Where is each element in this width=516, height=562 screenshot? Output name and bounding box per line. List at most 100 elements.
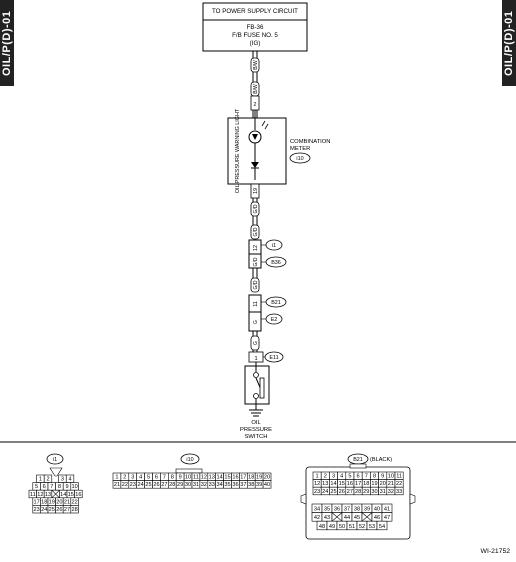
svg-text:G: G [253,320,259,324]
svg-text:30: 30 [185,482,191,488]
svg-text:12: 12 [37,492,43,498]
svg-text:43: 43 [324,515,330,521]
connector-i10-pin: 12 [199,472,209,481]
connector-b21-pin: 53 [366,520,378,531]
connector-b21-pin: 33 [394,486,404,496]
svg-text:52: 52 [359,524,365,530]
svg-text:23: 23 [33,507,39,513]
power-box-fuse: F/B FUSE NO. 5 [232,32,278,39]
connector-i1-pin: 17 [32,497,41,506]
connector-b21-pin: 50 [336,520,348,531]
diode-icon [251,162,259,168]
connector-b21-pin: 54 [376,520,388,531]
svg-text:32: 32 [388,489,394,495]
svg-text:31: 31 [193,482,199,488]
oil-pressure-warning-light-label: OIL PRESSURE WARNING LIGHT [235,108,241,193]
svg-text:48: 48 [319,524,325,530]
svg-text:11: 11 [396,474,402,480]
svg-text:28: 28 [355,489,361,495]
meter-name-2: METER [290,146,310,152]
svg-text:2: 2 [123,475,126,481]
connector-b21-pin: 42 [311,512,323,522]
switch-connector: E11 [269,355,278,361]
connector-i10-pin: 16 [231,472,240,481]
connector-b21-pin: 3 [329,471,338,480]
svg-text:35: 35 [224,482,230,488]
svg-text:16: 16 [75,492,81,498]
connector-b21-pin: 47 [381,512,393,522]
joint2-pin: 11 [253,301,259,307]
joint2-top-label: B21 [271,300,281,306]
connector-b21-pin: 10 [386,471,396,480]
svg-text:35: 35 [324,507,330,513]
svg-text:10: 10 [185,475,191,481]
svg-text:i10: i10 [296,156,303,162]
connector-i10-pin: 8 [168,472,177,481]
svg-text:39: 39 [256,482,262,488]
connector-b21-pin: 30 [370,486,379,496]
svg-text:47: 47 [384,515,390,521]
svg-text:15: 15 [224,475,230,481]
connector-b21-pin: 29 [361,486,371,496]
connector-b21-pin: 44 [341,512,353,522]
connector-i1-pin: 18 [40,497,49,506]
connector-i1-pin [51,489,60,499]
svg-text:3: 3 [332,474,335,480]
connector-i1-pin: 8 [55,482,64,491]
connector-b21-pin: 40 [371,503,383,513]
svg-text:33: 33 [209,482,215,488]
connector-b21-pin: 39 [361,503,373,513]
svg-text:3: 3 [61,477,64,483]
connector-b21-pin: 16 [345,479,355,488]
connector-i1-pin: 9 [62,482,72,491]
connector-i1-pin: 6 [40,482,49,491]
connector-i1-pin: 28 [70,505,79,514]
connector-i1-pin: 11 [28,489,37,499]
connector-i10-pin: 14 [215,472,224,481]
connector-i1-pin: 21 [62,497,72,506]
svg-text:B21: B21 [353,457,363,463]
oil-pressure-switch: 1 E11 [244,351,284,417]
svg-text:9: 9 [381,474,384,480]
svg-text:14: 14 [330,481,336,487]
power-box-ig: (IG) [250,40,261,47]
connector-i1-pin: 15 [66,489,75,499]
svg-text:3: 3 [131,475,134,481]
svg-text:10: 10 [71,484,77,490]
connector-b21-pin [331,512,343,522]
switch-label-1: OIL [251,420,261,426]
connector-i10-pin: 2 [120,472,130,481]
svg-text:14: 14 [217,475,223,481]
svg-text:21: 21 [64,499,70,505]
connector-b21-pin: 8 [370,471,379,480]
connector-i1-pin: 24 [40,505,49,514]
connector-i10-pin: 26 [152,480,161,489]
connector-i10-pin: 20 [262,472,272,481]
connector-b21-pin: 15 [337,479,347,488]
svg-text:17: 17 [355,481,361,487]
svg-text:27: 27 [347,489,353,495]
svg-text:B/W: B/W [253,84,259,94]
svg-text:32: 32 [201,482,207,488]
connector-b21-pin: 35 [321,503,333,513]
connector-i10-pin: 29 [175,480,185,489]
svg-text:13: 13 [322,481,328,487]
connector-b21-pin: 11 [394,471,404,480]
svg-text:46: 46 [374,515,380,521]
svg-text:16: 16 [347,481,353,487]
svg-text:27: 27 [161,482,167,488]
connector-i1-pin: 12 [36,489,45,499]
svg-text:9: 9 [179,475,182,481]
power-supply-box: TO POWER SUPPLY CIRCUIT FB-36 F/B FUSE N… [202,2,308,52]
connector-i10-pin: 30 [183,480,193,489]
connector-i10-pin: 33 [207,480,217,489]
connector-i1-pin: 5 [32,482,41,491]
svg-text:27: 27 [64,507,70,513]
connector-i10-pin: 19 [254,472,264,481]
svg-text:14: 14 [60,492,66,498]
connector-b21-pin: 9 [378,471,388,480]
svg-text:5: 5 [35,484,38,490]
svg-text:18: 18 [248,475,254,481]
joint1-bottom-label: B36 [271,260,281,266]
